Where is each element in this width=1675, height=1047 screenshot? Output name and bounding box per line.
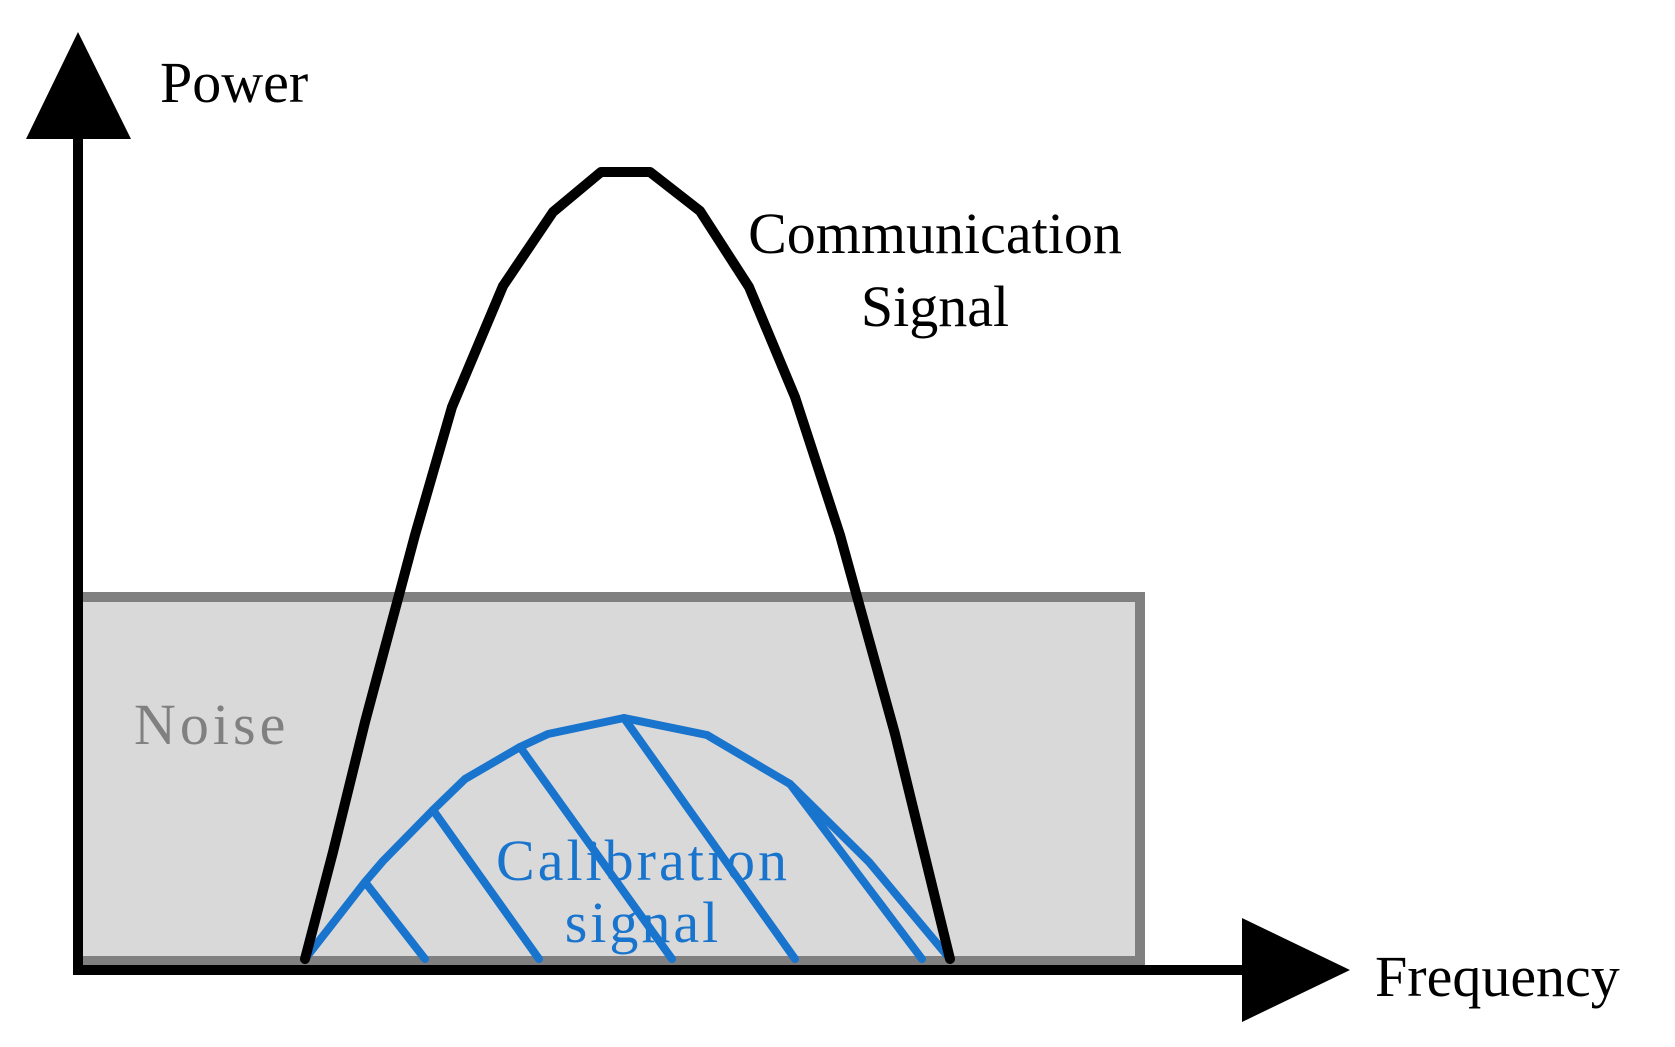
y-axis-arrowhead: [26, 32, 131, 139]
x-axis-arrowhead: [1242, 918, 1350, 1022]
calibration-hatch-3: [516, 743, 676, 963]
noise-band: [73, 592, 1145, 966]
noise-label: Noise: [134, 692, 289, 757]
communication-signal-curve: [300, 167, 955, 964]
x-axis-label: Frequency: [1375, 944, 1620, 1009]
y-axis-label: Power: [160, 50, 308, 115]
calibration-signal-label-line1: Calibration: [496, 828, 790, 893]
communication-signal-label-line1: Communication: [748, 201, 1122, 266]
calibration-hatch-2: [429, 806, 543, 963]
calibration-hatch-1: [361, 878, 429, 963]
calibration-signal-label-line2: signal: [565, 890, 722, 955]
calibration-hatch-5: [786, 780, 926, 963]
calibration-hatch-4: [620, 714, 799, 963]
calibration-signal: [301, 714, 954, 963]
communication-signal-label-line2: Signal: [861, 274, 1009, 339]
